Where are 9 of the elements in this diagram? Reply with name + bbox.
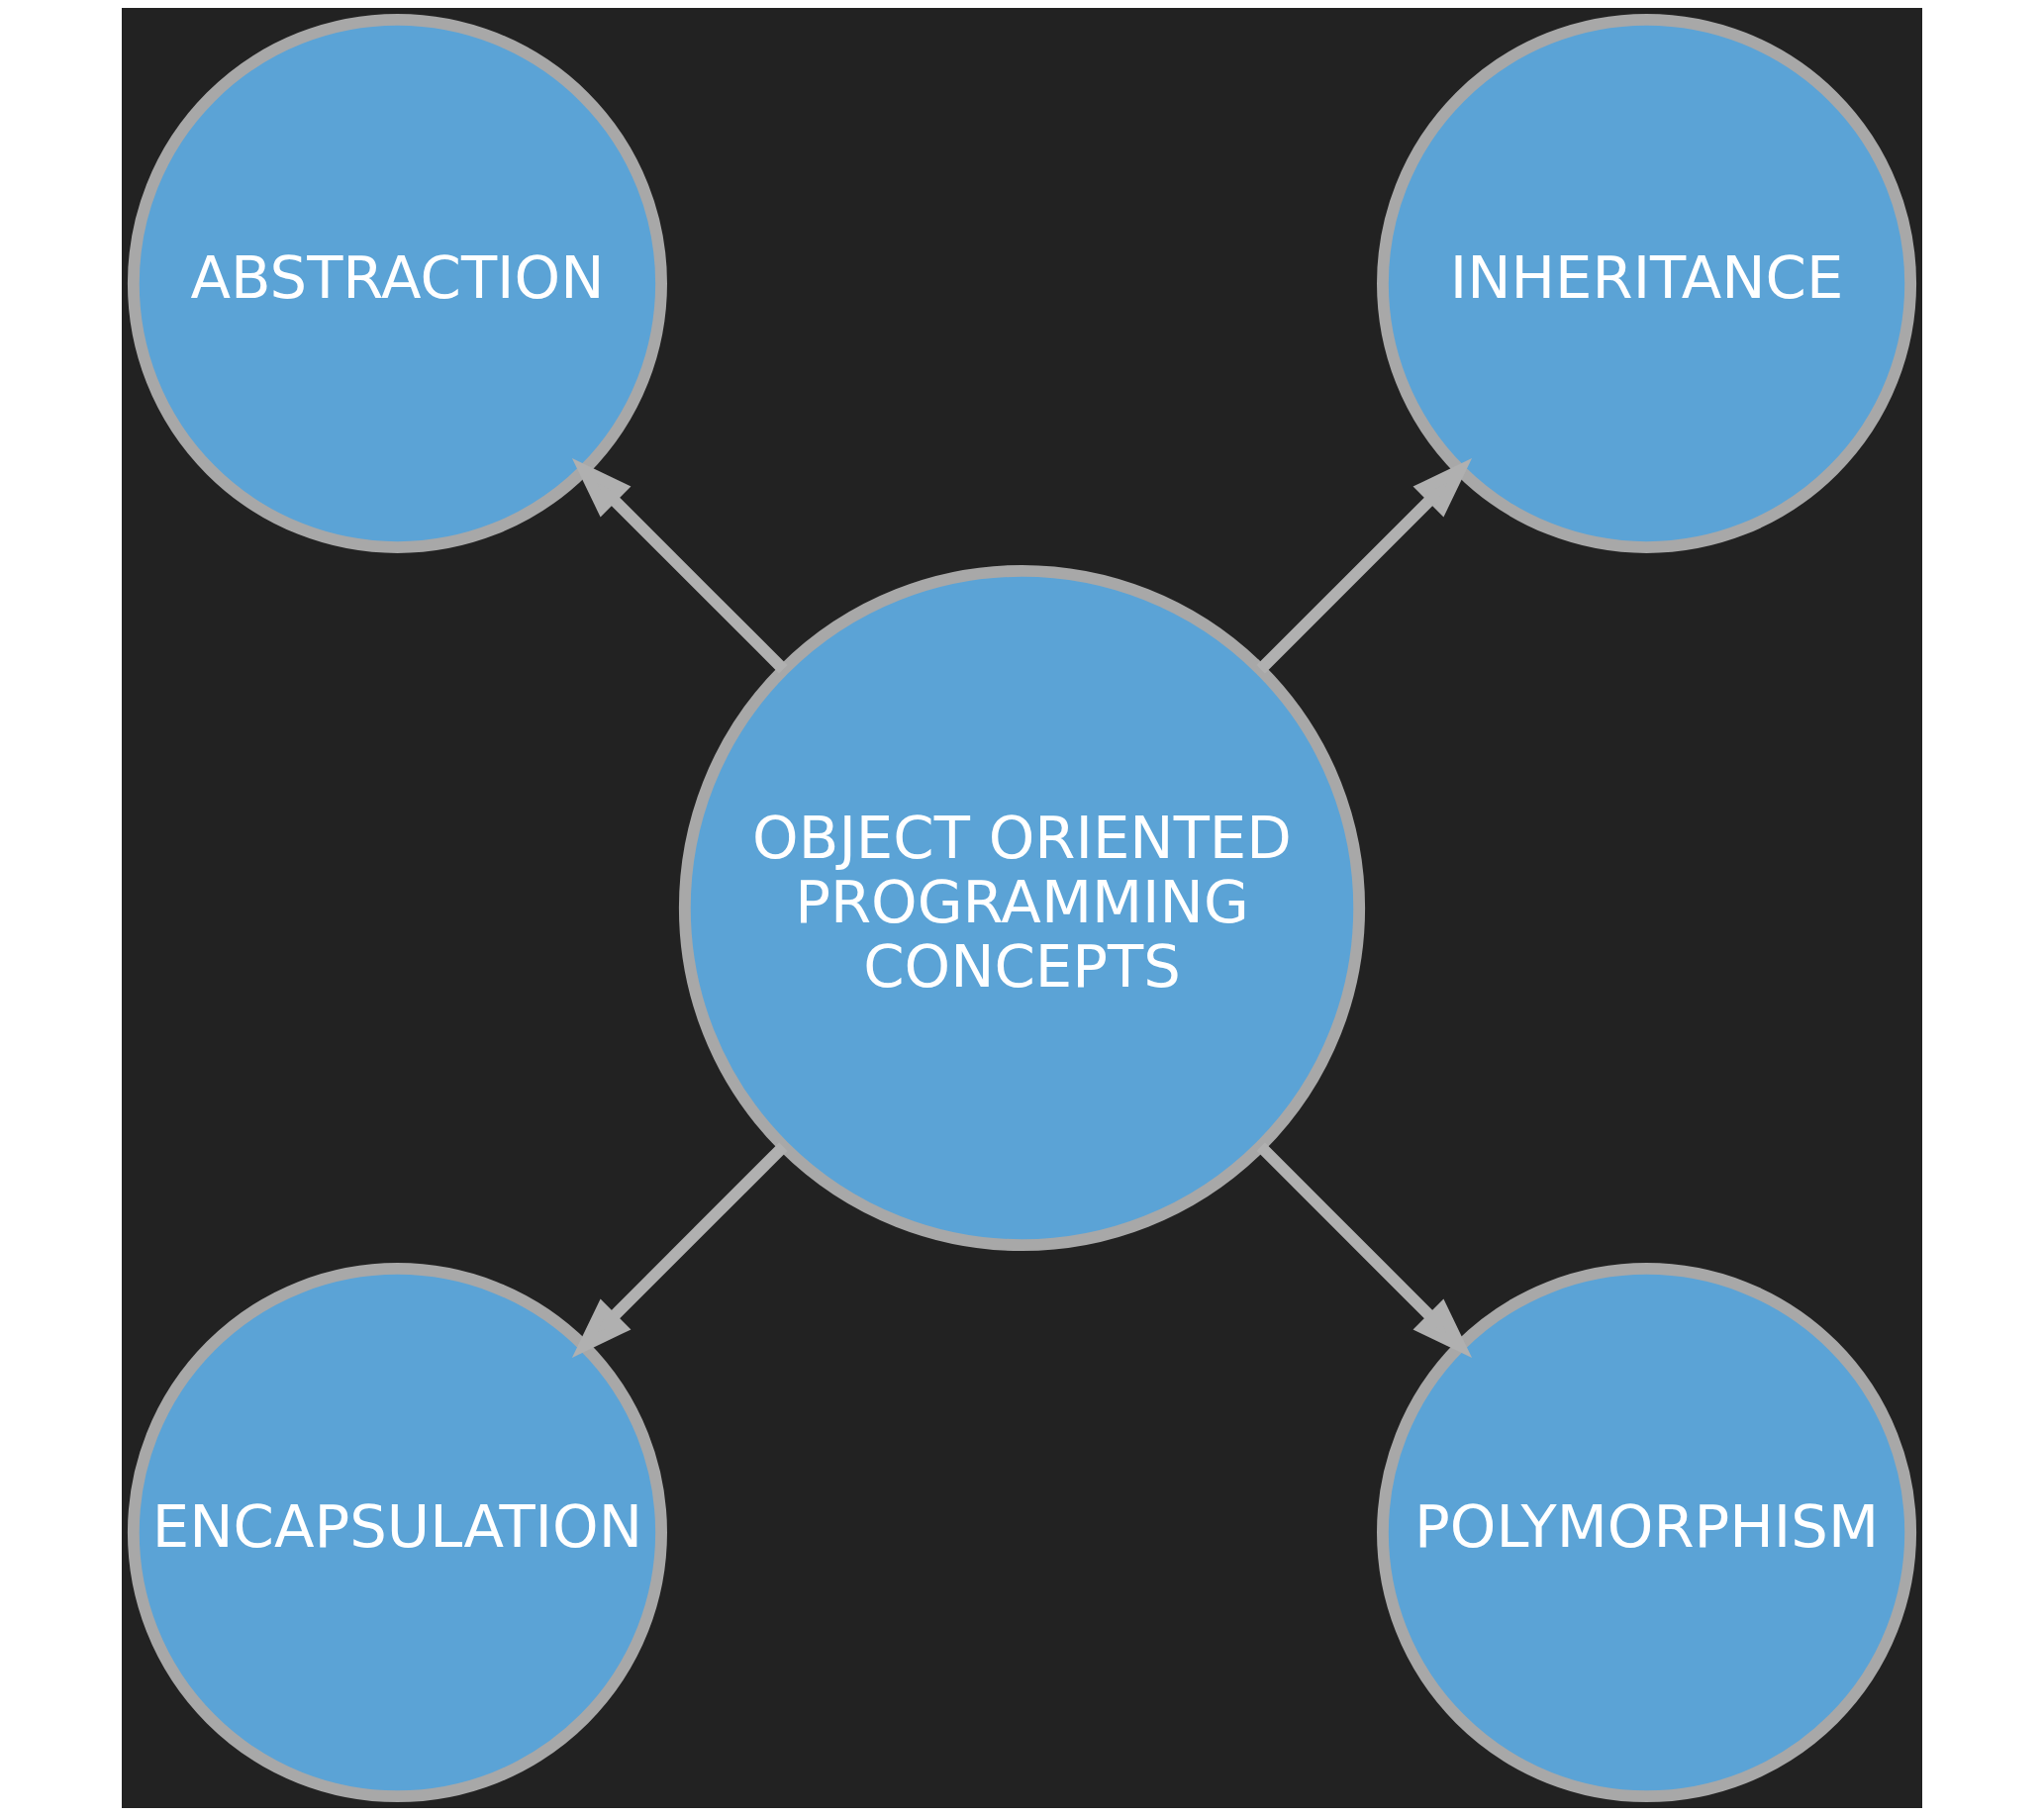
node-circle: OBJECT ORIENTED PROGRAMMING CONCEPTS [678,564,1366,1252]
node-circle: ENCAPSULATION [127,1263,667,1803]
node-circle: INHERITANCE [1377,13,1917,553]
arrow [571,1142,788,1359]
node-circle: POLYMORPHISM [1377,1263,1917,1803]
arrow [571,457,788,674]
arrow [1256,457,1473,674]
node-circle: ABSTRACTION [127,13,667,553]
arrow [1256,1142,1473,1359]
